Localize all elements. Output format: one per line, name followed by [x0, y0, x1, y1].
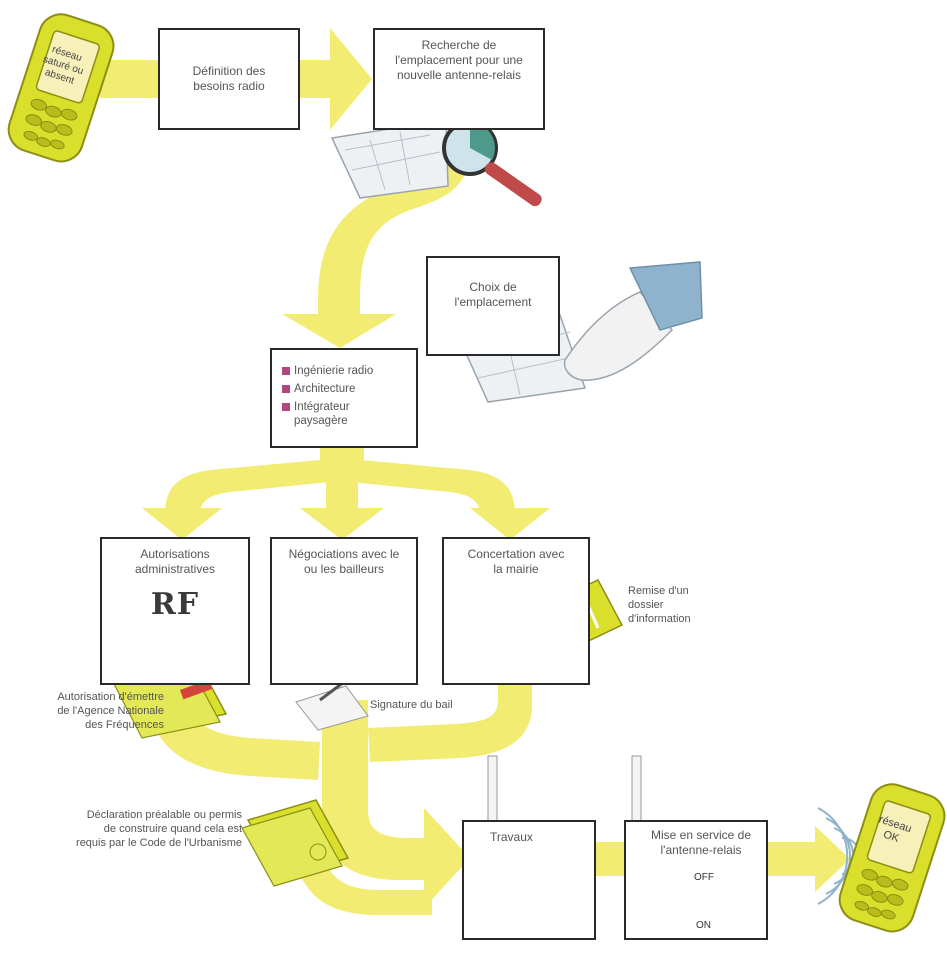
step-mise-en-service-label: Mise en service de l'antenne-relais — [650, 828, 752, 857]
arrow-s-head — [282, 314, 396, 348]
step-negociations: Négociations avec le ou les bailleurs — [270, 537, 418, 685]
arrow-top-head — [330, 28, 372, 130]
ingenierie-item-label: Architecture — [294, 383, 356, 395]
arrow-head-center — [300, 508, 384, 540]
step-negociations-label: Négociations avec le ou les bailleurs — [288, 547, 400, 576]
arrow-s-curve — [318, 150, 470, 318]
arrow-lower-sweep — [290, 840, 432, 915]
signature-paper-icon — [295, 674, 369, 731]
step-definition: Définition des besoins radio — [158, 28, 300, 130]
bullet — [282, 385, 290, 393]
arrow-fork-right — [350, 460, 515, 515]
step-concertation: Concertation avec la mairie — [442, 537, 590, 685]
ingenierie-item-label: Ingénierie radio — [294, 365, 374, 377]
step-concertation-label: Concertation avec la mairie — [467, 547, 565, 576]
phone-start-icon — [7, 13, 115, 163]
bullet — [282, 403, 290, 411]
magnifier-icon — [442, 120, 542, 207]
ingenierie-item-label: Intégrateur paysagère — [294, 401, 350, 427]
bullet — [282, 367, 290, 375]
switch-on-label: ON — [696, 920, 711, 931]
step-autorisations: Autorisations administratives RF — [100, 537, 250, 685]
ingenierie-item: Architecture — [282, 382, 416, 396]
arrow-head-right — [470, 508, 550, 540]
map-icon — [330, 119, 449, 199]
step-recherche-label: Recherche de l'emplacement pour une nouv… — [395, 38, 523, 82]
arrow-merge-left — [150, 680, 320, 780]
step-ingenierie: Ingénierie radio Architecture Intégrateu… — [270, 348, 418, 448]
arrow-bottom-bar-2 — [768, 842, 823, 876]
arrow-head-left — [142, 508, 222, 540]
arrow-merge-right — [368, 680, 532, 762]
step-choix: Choix de l'emplacement — [426, 256, 560, 356]
annotation-anfr: Autorisation d'émettre de l'Agence Natio… — [57, 691, 164, 731]
switch-off-label: OFF — [694, 872, 714, 883]
step-choix-label: Choix de l'emplacement — [454, 280, 532, 309]
annotation-dossier: Remise d'un dossier d'information — [628, 585, 691, 625]
rf-badge: RF — [150, 587, 200, 622]
step-definition-label: Définition des besoins radio — [192, 64, 266, 93]
step-mise-en-service: Mise en service de l'antenne-relais OFF … — [624, 820, 768, 940]
ingenierie-item: Ingénierie radio — [282, 364, 416, 378]
step-autorisations-label: Autorisations administratives — [134, 547, 216, 576]
step-travaux-label: Travaux — [490, 830, 533, 844]
arrow-bottom-head — [815, 826, 850, 892]
arrow-fork-left — [165, 460, 330, 515]
flow-arrows — [100, 28, 850, 915]
step-recherche: Recherche de l'emplacement pour une nouv… — [373, 28, 545, 130]
annotation-signature: Signature du bail — [370, 699, 453, 711]
phone-end-icon — [838, 783, 946, 933]
ingenierie-item: Intégrateur paysagère — [282, 400, 382, 428]
arrow-big-sweep — [322, 780, 432, 880]
annotation-declaration: Déclaration préalable ou permis de const… — [76, 809, 242, 849]
step-travaux: Travaux — [462, 820, 596, 940]
declaration-documents-icon — [241, 799, 350, 887]
arrow-travaux-head — [424, 808, 470, 908]
arrow-fork-center — [326, 470, 358, 510]
